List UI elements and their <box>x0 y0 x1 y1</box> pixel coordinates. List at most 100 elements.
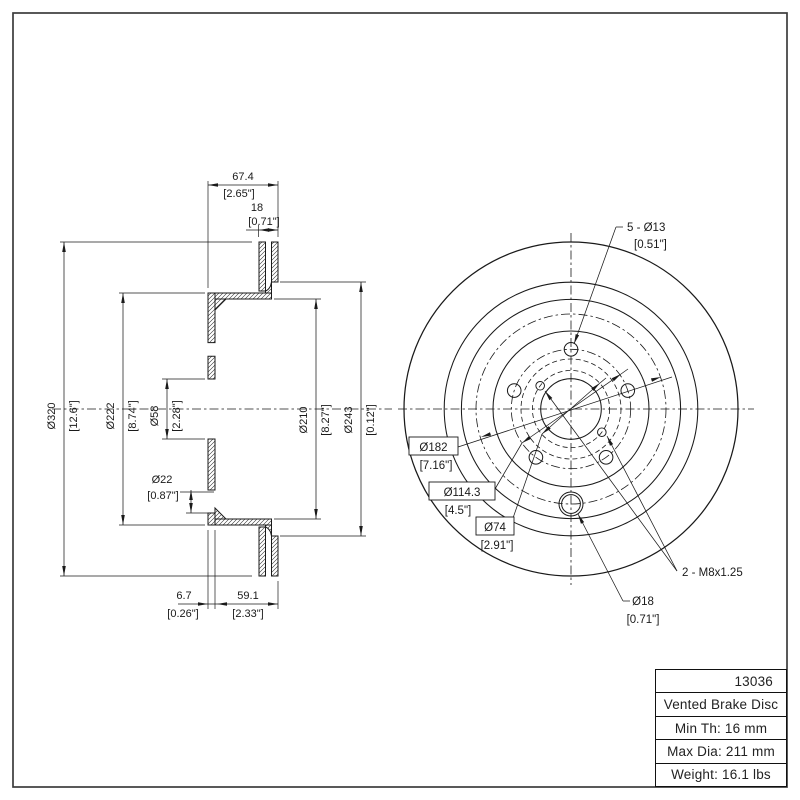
dimension-arrow <box>650 377 661 382</box>
dim-center-bore-mm-label: Ø58 <box>149 406 161 427</box>
dimension-arrow <box>591 383 600 391</box>
title-block-description: Vented Brake Disc <box>656 692 786 715</box>
mount-face-upper-a <box>207 292 216 344</box>
set-screw-hole <box>561 494 581 514</box>
hat-wall-bottom <box>214 518 272 526</box>
section-view <box>52 241 392 577</box>
callout-18-inch: [0.71"] <box>627 614 660 626</box>
callout-114-box <box>428 481 496 501</box>
center-bore-circle <box>540 378 602 440</box>
dimension-arrow <box>62 566 66 576</box>
dim-total-width-inch-label: [2.65"] <box>223 188 254 200</box>
fillet-top <box>214 298 228 312</box>
title-block-max-diameter: Max Dia: 211 mm <box>656 739 786 762</box>
dim-outer-diameter-inch-label: [12.6"] <box>68 400 80 431</box>
hat-wall-top <box>214 292 272 300</box>
band-outer-plate-bottom <box>271 535 279 577</box>
bolt-circle-182 <box>475 313 667 505</box>
dimension-arrow <box>165 429 169 439</box>
dimension-arrow <box>208 183 218 187</box>
dimension-arrow <box>542 426 551 434</box>
band-inner-plate-bottom <box>258 526 266 577</box>
thread-hole-m8 <box>535 380 545 391</box>
band-outer-plate-top <box>271 241 279 283</box>
dim-face-thickness-inch-label: [0.26"] <box>167 608 198 620</box>
dimension-arrow <box>607 436 614 446</box>
leader-set-screw-line <box>577 513 624 602</box>
vent-vane-bottom <box>265 524 272 537</box>
callout-18-label: Ø18 <box>632 596 654 608</box>
callout-74-label: Ø74 <box>484 522 506 534</box>
dimension-arrow <box>268 602 278 606</box>
callout-114-inch: [4.5"] <box>445 505 471 517</box>
dimension-arrow <box>611 374 621 382</box>
dim-total-width-mm-label: 67.4 <box>232 171 253 183</box>
dim-hat-inner-diameter-mm-label: Ø210 <box>298 407 310 434</box>
dimension-arrow <box>198 602 208 606</box>
dim-hole22-inch-label: [0.87"] <box>147 490 178 502</box>
callout-m8-label: 2 - M8x1.25 <box>682 567 743 579</box>
lug-hole <box>620 383 636 398</box>
callout-74-box <box>475 516 515 536</box>
dimension-arrow <box>359 526 363 536</box>
bolt-circle-114 <box>510 348 632 470</box>
dim-center-bore-inch-label: [2.28"] <box>171 400 183 431</box>
dim-hat-inner-diameter-inch-label: [8.27"] <box>320 404 332 435</box>
dimension-arrow <box>259 228 269 232</box>
dimension-arrow <box>574 333 580 344</box>
dimline-74-line <box>511 433 543 522</box>
dimline-74-line <box>541 382 601 435</box>
leader-m8-far-line <box>544 390 678 572</box>
band-inner-circle <box>443 281 699 537</box>
dimension-arrow <box>165 379 169 389</box>
band-inner-plate-top <box>258 241 266 292</box>
bolt-circle-74 <box>532 369 611 448</box>
dimension-arrow <box>578 514 585 524</box>
dimension-arrow <box>314 299 318 309</box>
dim-hole22-mm-label: Ø22 <box>152 474 173 486</box>
callout-182-box <box>408 436 459 456</box>
dimension-arrow <box>189 490 193 500</box>
lug-hole <box>563 342 579 357</box>
lug-hole <box>506 383 522 398</box>
callout-182-label: Ø182 <box>419 442 447 454</box>
dimension-arrow <box>217 602 227 606</box>
thread-hole-m8 <box>597 427 607 438</box>
dim-hat-depth-mm-label: 59.1 <box>237 590 258 602</box>
callout-182-inch: [7.16"] <box>420 460 453 472</box>
dimension-arrow <box>545 391 553 401</box>
callout-114-label: Ø114.3 <box>444 487 481 499</box>
sheet-border-rect <box>12 12 788 788</box>
dim-hat-outer-diameter-mm-label: Ø222 <box>105 403 117 430</box>
mount-face-upper-b <box>207 355 216 380</box>
dimline-114-line <box>620 368 629 375</box>
dimension-arrow <box>268 228 278 232</box>
leader-lug-holes-line <box>573 226 617 345</box>
callout-lug-holes-inch: [0.51"] <box>634 239 667 251</box>
dim-band-inner-diameter-inch-label: [0.12"] <box>365 404 377 435</box>
dim-band-thickness-mm-label: 18 <box>251 202 263 214</box>
dimline-74-line <box>599 377 607 384</box>
title-block-part-number: 13036 <box>734 673 773 689</box>
dimension-arrow <box>359 282 363 292</box>
dimension-arrow <box>62 242 66 252</box>
dimension-arrow <box>268 183 278 187</box>
title-block-min-thickness: Min Th: 16 mm <box>656 715 786 739</box>
set-screw-hole-chamfer <box>558 491 584 517</box>
dimline-182-line <box>457 376 673 448</box>
hat-inner-circle <box>460 298 682 520</box>
dimension-arrow <box>481 432 492 437</box>
title-block-weight: Weight: 16.1 lbs <box>656 762 786 786</box>
section-dimensions: Ø320[12.6"]Ø222[8.74"]Ø58[2.28"]Ø210[8.2… <box>46 171 377 620</box>
dim-hat-depth-inch-label: [2.33"] <box>232 608 263 620</box>
dimension-arrow <box>121 293 125 303</box>
callout-lug-holes-label: 5 - Ø13 <box>627 222 665 234</box>
dimension-arrow <box>314 509 318 519</box>
front-callouts: 5 - Ø13 [0.51"] Ø182 [7.16"] Ø114.3 [4.5"] Ø74… <box>408 222 743 626</box>
dimension-arrow <box>121 515 125 525</box>
leader-m8-near-line <box>606 435 678 572</box>
dim-band-thickness-inch-label: [0.71"] <box>248 216 279 228</box>
fillet-bottom <box>214 506 228 520</box>
mount-face-lower-a <box>207 438 216 491</box>
